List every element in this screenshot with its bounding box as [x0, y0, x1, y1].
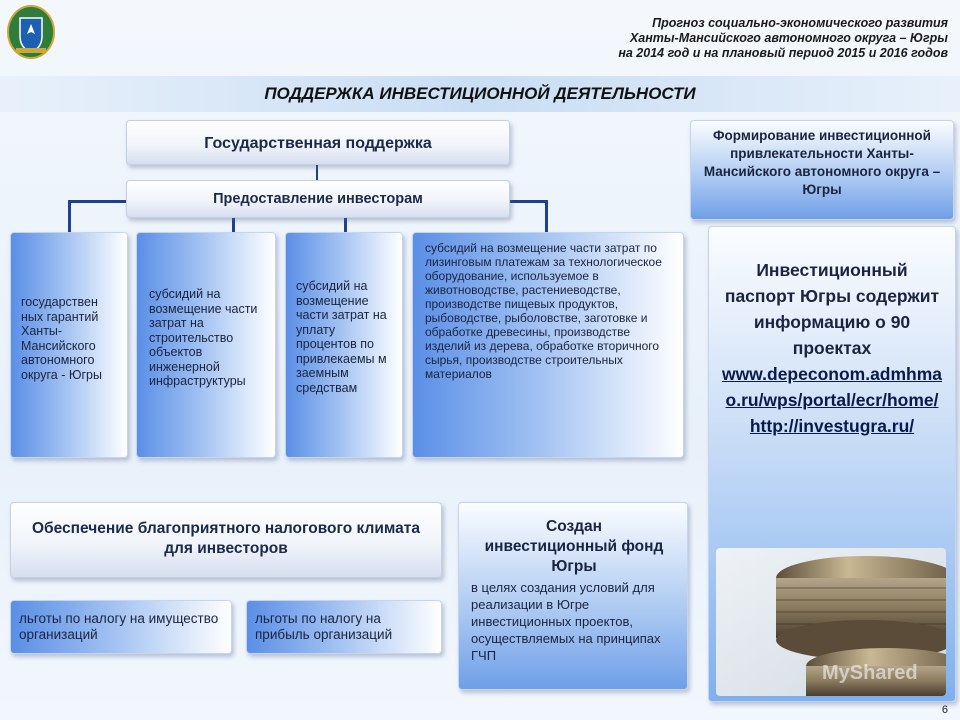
state-support-label: Государственная поддержка — [204, 135, 432, 152]
connector-line — [316, 164, 318, 180]
investment-fund-box: Создан инвестиционный фонд Югры в целях … — [458, 502, 688, 690]
investors-provision-header: Предоставление инвесторам — [126, 180, 510, 218]
tax-benefit-profit: льготы по налогу на прибыль организаций — [246, 600, 442, 654]
state-support-header: Государственная поддержка — [126, 120, 510, 165]
support-item-interest: субсидий на возмещение части затрат на у… — [285, 232, 403, 458]
tax-climate-header: Обеспечение благоприятного налогового кл… — [10, 502, 442, 578]
attractiveness-label: Формирование инвестиционной привлекатель… — [703, 128, 941, 197]
passport-link-depeconom[interactable]: www.depeconom.admhmao.ru/wps/portal/ecr/… — [721, 364, 943, 410]
support-item-leasing: субсидий на возмещение части затрат по л… — [412, 232, 684, 458]
support-item-guarantees: государствен ных гарантий Ханты-Мансийск… — [10, 232, 128, 458]
connector-line — [232, 218, 235, 232]
tax-climate-label: Обеспечение благоприятного налогового кл… — [32, 520, 420, 557]
connector-line — [68, 200, 71, 232]
passport-link-investugra[interactable]: http://investugra.ru/ — [749, 416, 915, 436]
support-item-infrastructure: субсидий на возмещение части затрат на с… — [136, 232, 276, 458]
investment-fund-text: в целях создания условий для реализации … — [471, 580, 661, 663]
connector-line — [545, 200, 548, 232]
header-line-2: Ханты-Мансийского автономного округа – Ю… — [629, 31, 948, 45]
tax-benefit-text: льготы по налогу на прибыль организаций — [255, 611, 393, 642]
coat-of-arms-logo — [6, 4, 56, 60]
header-line-3: на 2014 год и на плановый период 2015 и … — [618, 46, 948, 60]
support-item-text: субсидий на возмещение части затрат по л… — [425, 241, 662, 381]
watermark-text: MyShared — [822, 662, 918, 684]
support-item-text: субсидий на возмещение части затрат на с… — [149, 287, 258, 388]
investors-provision-label: Предоставление инвесторам — [213, 191, 423, 207]
connector-line — [68, 200, 128, 203]
attractiveness-box: Формирование инвестиционной привлекатель… — [690, 120, 954, 220]
tax-benefit-text: льготы по налогу на имущество организаци… — [19, 611, 219, 642]
connector-line — [510, 200, 548, 203]
page-title: ПОДДЕРЖКА ИНВЕСТИЦИОННОЙ ДЕЯТЕЛЬНОСТИ — [264, 84, 696, 103]
title-band: ПОДДЕРЖКА ИНВЕСТИЦИОННОЙ ДЕЯТЕЛЬНОСТИ — [0, 76, 960, 112]
coins-image — [716, 548, 946, 696]
support-item-text: субсидий на возмещение части затрат на у… — [296, 279, 387, 395]
tax-benefit-property: льготы по налогу на имущество организаци… — [10, 600, 232, 654]
header-line-1: Прогноз социально-экономического развити… — [652, 16, 948, 30]
investment-fund-title: Создан инвестиционный фонд Югры — [484, 518, 664, 575]
report-header: Прогноз социально-экономического развити… — [348, 16, 948, 61]
support-item-text: государствен ных гарантий Ханты-Мансийск… — [21, 295, 102, 382]
investment-passport-text: Инвестиционный паспорт Югры содержит инф… — [724, 260, 940, 358]
page-number: 6 — [941, 704, 948, 716]
connector-line — [344, 218, 347, 232]
